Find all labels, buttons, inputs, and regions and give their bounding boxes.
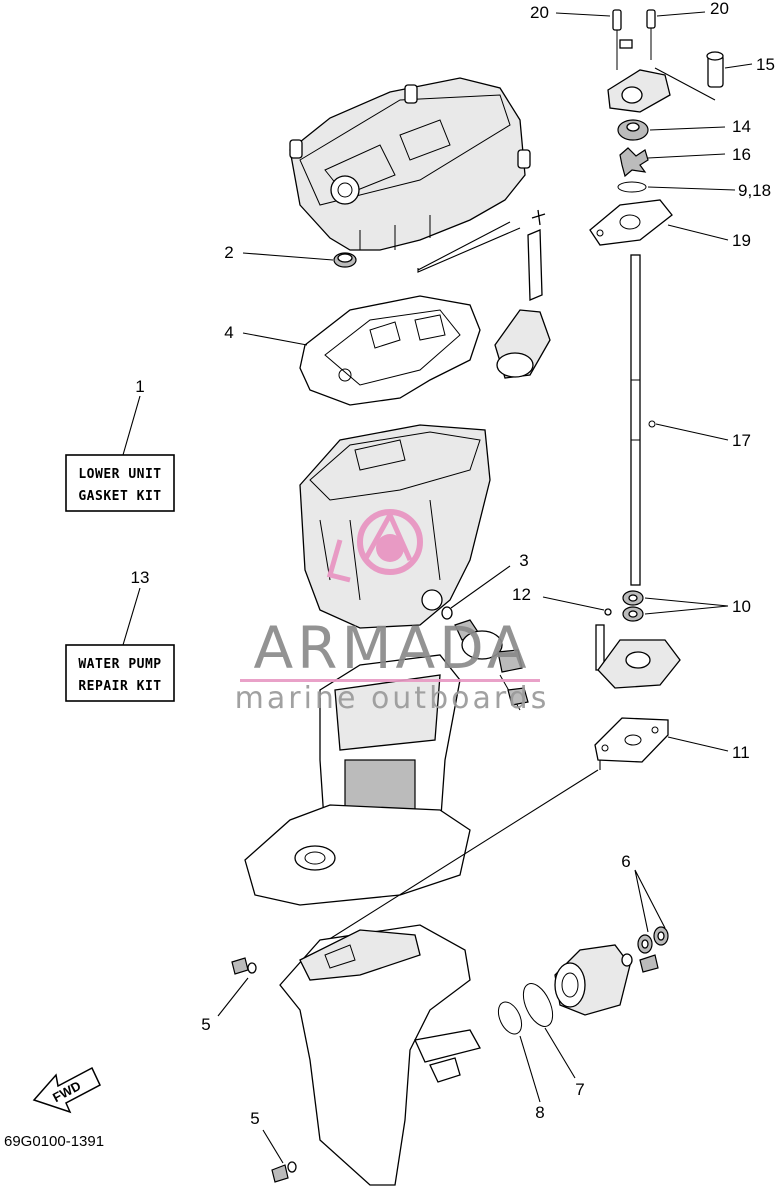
part-2-oil-seal <box>333 252 357 268</box>
part-15-sleeve <box>706 51 724 88</box>
gasket-kit-box: LOWER UNIT GASKET KIT <box>65 454 175 512</box>
pump-kit-line1: WATER PUMP <box>78 657 161 672</box>
callout-12: 12 <box>512 585 531 604</box>
callout-8: 8 <box>535 1103 544 1122</box>
callout-5-lower: 5 <box>250 1109 259 1128</box>
callout-labels: 1 13 2 3 4 5 5 6 7 8 9,18 10 11 12 14 15… <box>131 0 775 1128</box>
part-16-impeller <box>619 147 649 178</box>
pump-base-assembly <box>595 624 681 689</box>
callout-16: 16 <box>732 145 751 164</box>
callout-13: 13 <box>131 568 150 587</box>
callout-1: 1 <box>135 377 144 396</box>
part-11-gasket <box>594 717 669 763</box>
callout-17: 17 <box>732 431 751 450</box>
part-5-bolt-upper <box>231 957 257 975</box>
part-9-18-o-ring <box>617 181 647 193</box>
callout-20-left: 20 <box>530 3 549 22</box>
callout-6: 6 <box>621 852 630 871</box>
part-14-insert <box>617 119 649 141</box>
callout-4: 4 <box>224 323 233 342</box>
part-5-bolt-lower <box>271 1161 297 1183</box>
callout-3: 3 <box>519 551 528 570</box>
upper-drive-housing <box>244 654 471 906</box>
pump-kit-line2: REPAIR KIT <box>78 679 161 694</box>
callout-5-upper: 5 <box>201 1015 210 1034</box>
propeller-shaft-housing <box>554 944 659 1016</box>
part-12-pin <box>604 608 612 616</box>
leader-lines <box>122 11 753 1164</box>
part-17-drive-shaft <box>630 254 656 586</box>
pump-housing <box>607 39 716 113</box>
gasket-kit-line2: GASKET KIT <box>78 489 161 504</box>
callout-15: 15 <box>756 55 775 74</box>
pump-kit-box: WATER PUMP REPAIR KIT <box>65 644 175 702</box>
callout-14: 14 <box>732 117 751 136</box>
callout-9-18: 9,18 <box>738 181 771 200</box>
gear-case <box>279 924 481 1186</box>
callout-10: 10 <box>732 597 751 616</box>
watermark-emblem <box>326 509 423 583</box>
callout-11: 11 <box>732 743 750 762</box>
part-10-bearings <box>622 590 644 622</box>
callout-19: 19 <box>732 231 751 250</box>
callout-7: 7 <box>575 1080 584 1099</box>
part-8-o-ring <box>497 1001 523 1035</box>
part-19-plate <box>589 199 673 246</box>
watermark-title: ARMADA <box>253 614 530 682</box>
part-7-o-ring <box>522 983 554 1027</box>
watermark: ARMADA marine outboards <box>235 614 550 716</box>
part-6-seals <box>637 926 669 954</box>
part-20-bolts <box>612 9 656 70</box>
gasket-kit-line1: LOWER UNIT <box>78 467 161 482</box>
callout-2: 2 <box>224 243 233 262</box>
fuel-filter <box>494 209 551 379</box>
watermark-underline <box>240 679 540 682</box>
callout-20-right: 20 <box>710 0 729 18</box>
diagram-code: 69G0100-1391 <box>4 1133 104 1150</box>
upper-casing <box>289 77 531 251</box>
part-4-gasket <box>299 295 481 406</box>
watermark-subtitle: marine outboards <box>235 681 550 716</box>
fwd-arrow: FWD <box>32 1066 101 1114</box>
